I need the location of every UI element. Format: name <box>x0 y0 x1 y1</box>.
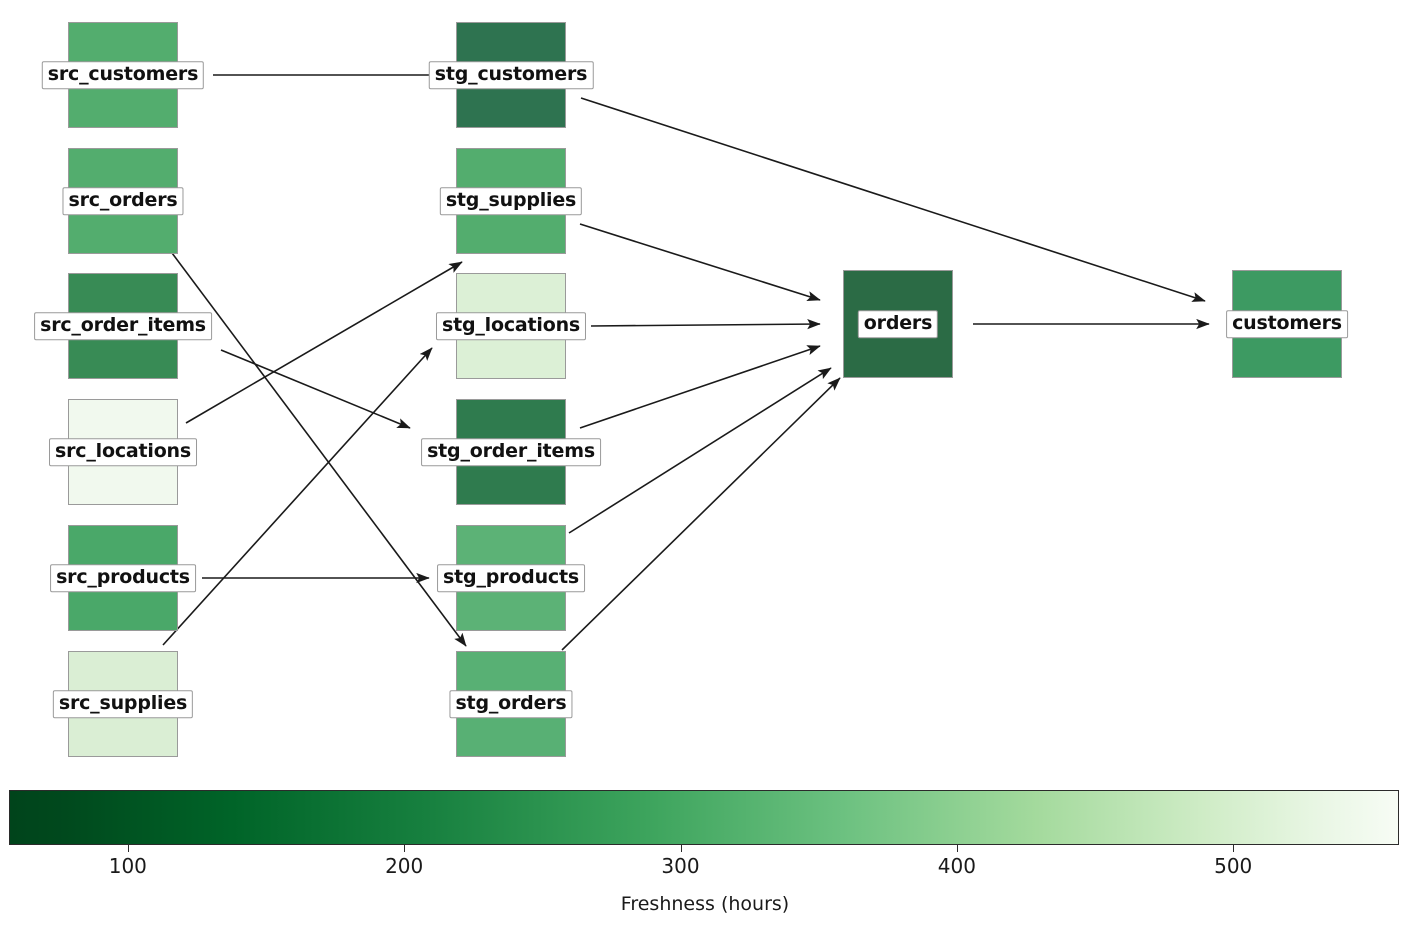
edge-src_supplies-to-stg_locations <box>162 347 433 646</box>
edge-src_locations-to-stg_locations <box>185 261 463 424</box>
colorbar-tick <box>1233 845 1235 852</box>
colorbar-tick-label: 400 <box>937 854 976 878</box>
colorbar-gradient[interactable] <box>9 790 1399 845</box>
edges-group <box>162 74 1210 651</box>
edge-stg_supplies-to-orders <box>579 223 821 302</box>
edge-stg_products-to-orders <box>568 367 832 534</box>
edge-layer <box>162 74 1210 651</box>
colorbar-axis-label: Freshness (hours) <box>620 893 790 915</box>
node-label-stg_orders[interactable]: stg_orders <box>449 690 573 718</box>
node-label-stg_products[interactable]: stg_products <box>437 564 585 592</box>
node-label-src_orders[interactable]: src_orders <box>62 187 184 215</box>
node-label-src_supplies[interactable]: src_supplies <box>52 690 194 718</box>
colorbar-tick <box>956 845 958 852</box>
node-label-stg_customers[interactable]: stg_customers <box>428 61 594 89</box>
node-label-src_customers[interactable]: src_customers <box>41 61 205 89</box>
edge-stg_order_items-to-orders <box>579 345 821 429</box>
colorbar-tick <box>404 845 406 852</box>
node-label-src_products[interactable]: src_products <box>50 564 196 592</box>
colorbar-tick <box>127 845 129 852</box>
colorbar-region: 100 200 300 400 500 Freshness (hours) <box>0 780 1410 926</box>
node-label-src_locations[interactable]: src_locations <box>49 438 197 466</box>
node-label-src_order_items[interactable]: src_order_items <box>34 312 212 340</box>
edge-stg_orders-to-orders <box>561 377 841 651</box>
node-label-customers[interactable]: customers <box>1226 310 1348 338</box>
node-label-stg_locations[interactable]: stg_locations <box>435 312 587 340</box>
colorbar-tick-label: 500 <box>1214 854 1253 878</box>
edge-stg_locations-to-orders <box>590 318 821 330</box>
node-label-stg_order_items[interactable]: stg_order_items <box>421 438 601 466</box>
node-label-orders[interactable]: orders <box>857 310 939 338</box>
node-label-stg_supplies[interactable]: stg_supplies <box>439 187 583 215</box>
colorbar-tick-label: 300 <box>661 854 700 878</box>
colorbar-tick <box>680 845 682 852</box>
colorbar-tick-label: 200 <box>385 854 424 878</box>
colorbar-tick-label: 100 <box>108 854 147 878</box>
edge-src_order_items-to-stg_order_items <box>220 349 411 429</box>
